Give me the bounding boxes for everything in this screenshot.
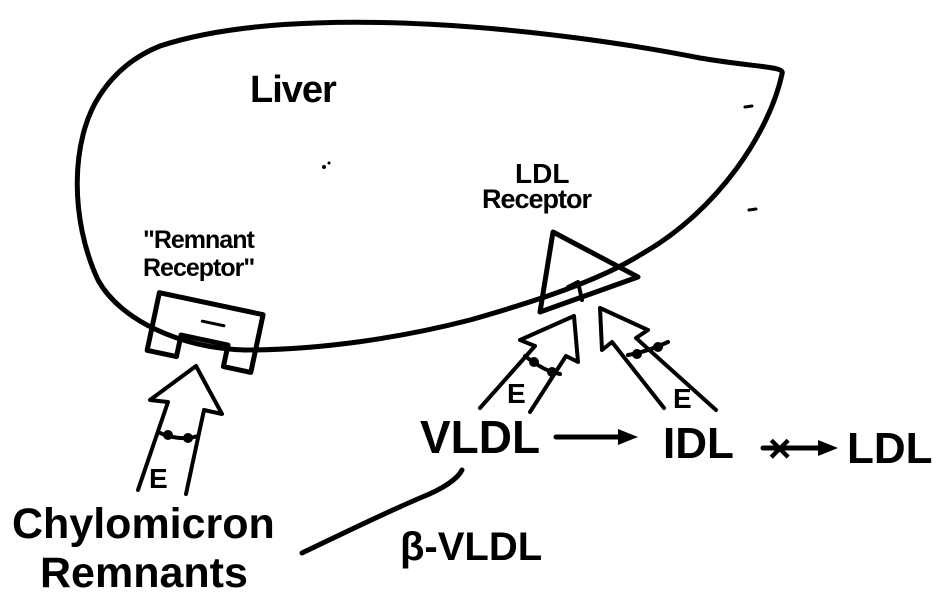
liver-speck (328, 162, 331, 165)
liver-speck (745, 106, 752, 107)
beta-vldl-label: β-VLDL (400, 525, 542, 569)
ldl-receptor-label-line2: Receptor (482, 184, 593, 214)
remnant-receptor-label-line2: Receptor" (143, 254, 254, 282)
liver-outline (77, 22, 782, 350)
remnant-receptor-label-line1: "Remnant (143, 226, 255, 254)
chylomicron-label-line1: Chylomicron (12, 500, 275, 548)
liver-label: Liver (250, 69, 337, 111)
vldl-to-idl-arrow (556, 429, 638, 445)
ldl-receptor-shape (540, 232, 638, 312)
vldl-apo-e-label: E (507, 378, 526, 409)
idl-apo-e-label: E (673, 383, 692, 414)
chylomicron-label-line2: Remnants (40, 549, 248, 593)
blocked-marker: × (768, 427, 791, 471)
ldl-label: LDL (847, 424, 933, 473)
idl-label: IDL (663, 419, 734, 468)
vldl-label: VLDL (420, 411, 540, 463)
liver-speck (322, 165, 326, 169)
liver-speck (749, 209, 756, 210)
vldl-to-ldl-receptor-arrow (480, 316, 578, 412)
idl-to-ldl-receptor-arrow (600, 308, 716, 410)
chylo-apo-e-label: E (149, 463, 168, 494)
